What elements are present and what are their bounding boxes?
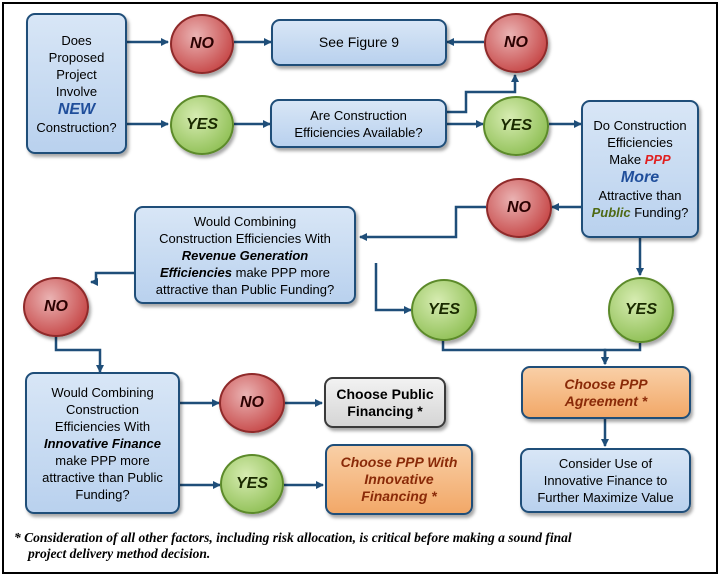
q4-make-text: make PPP more — [232, 264, 331, 280]
no-circle-3: NO — [486, 178, 552, 238]
q1-new-construction-box: Does Proposed Project Involve NEW Constr… — [26, 13, 127, 154]
no-circle-2: NO — [484, 13, 548, 73]
choose-ppp-innovative-box: Choose PPP With Innovative Financing * — [325, 444, 473, 515]
q5-line: Would Combining — [51, 384, 154, 400]
footnote-line-1: * Consideration of all other factors, in… — [14, 530, 572, 545]
q4-revenue-generation-box: Would Combining Construction Efficiencie… — [134, 206, 356, 304]
no-label: NO — [190, 35, 214, 52]
arrow-q4-yes4 — [374, 263, 412, 314]
q1-line: Involve — [55, 83, 98, 99]
yes-label: YES — [427, 301, 460, 318]
choose-innov-line: Innovative — [364, 471, 434, 487]
q4-line: Efficiencies make PPP more — [160, 264, 330, 281]
yes-label: YES — [499, 117, 532, 134]
choose-ppp-agreement-box: Choose PPP Agreement * — [521, 366, 691, 419]
consider-line: Innovative Finance to — [543, 473, 668, 488]
q1-line: Does — [61, 32, 92, 48]
yes-circle-4: YES — [411, 279, 477, 341]
no-label: NO — [507, 199, 531, 216]
q5-line: Construction — [66, 401, 139, 417]
q5-innovative-finance-box: Would Combining Construction Efficiencie… — [25, 372, 180, 514]
no-circle-5: NO — [219, 373, 285, 433]
arrow-yes4-chooseppp — [441, 330, 609, 365]
consider-innovative-finance-box: Consider Use of Innovative Finance to Fu… — [520, 448, 691, 513]
q5-innovative-finance: Innovative Finance — [43, 435, 162, 451]
yes-circle-1: YES — [170, 95, 234, 155]
q3-line: Attractive than — [598, 188, 682, 203]
see-figure-label: See Figure 9 — [318, 34, 400, 50]
q4-line: Construction Efficiencies With — [159, 230, 331, 246]
choose-public-line: Choose Public — [336, 385, 434, 402]
yes-circle-3: YES — [608, 277, 674, 343]
yes-circle-5: YES — [220, 454, 284, 514]
q3-ppp-attractive-box: Do Construction Efficiencies Make PPP Mo… — [581, 100, 699, 238]
q3-line: Do Construction — [593, 118, 687, 133]
arrow-no3-q4 — [359, 205, 486, 241]
q3-make-text: Make — [609, 152, 645, 167]
footnote: * Consideration of all other factors, in… — [14, 530, 704, 562]
arrow-q4-no4 — [90, 271, 134, 286]
q4-efficiencies-word: Efficiencies — [159, 264, 232, 280]
q1-line: Construction? — [36, 119, 117, 135]
q3-line: Public Funding? — [592, 204, 689, 221]
q1-new-word: NEW — [57, 100, 96, 118]
see-figure-9-box: See Figure 9 — [271, 19, 447, 66]
choose-public-line: Financing * — [347, 402, 423, 419]
choose-innov-line: Financing * — [361, 488, 437, 504]
footnote-line-2: project delivery method decision. — [28, 546, 211, 561]
no-circle-4: NO — [23, 277, 89, 337]
q2-line: Efficiencies Available? — [294, 124, 423, 140]
q5-line: make PPP more — [55, 452, 150, 468]
yes-label: YES — [185, 116, 218, 133]
q4-line: Would Combining — [193, 213, 297, 229]
no-circle-1: NO — [170, 14, 234, 74]
choose-public-financing-box: Choose Public Financing * — [324, 377, 446, 428]
q5-line: Efficiencies With — [54, 418, 151, 434]
q2-line: Are Construction — [310, 107, 407, 123]
q3-line: Efficiencies — [607, 135, 673, 150]
choose-innov-line: Choose PPP With — [340, 454, 458, 470]
yes-circle-2: YES — [483, 96, 549, 156]
yes-label: YES — [624, 301, 657, 318]
no-label: NO — [240, 394, 264, 411]
q4-revenue-generation: Revenue Generation — [181, 247, 309, 263]
q1-line: Proposed — [48, 49, 105, 65]
q5-line: Funding? — [75, 486, 130, 502]
q5-line: attractive than Public — [42, 469, 163, 485]
choose-ppp-line: Choose PPP — [564, 375, 648, 392]
q4-line: attractive than Public Funding? — [155, 281, 335, 297]
no-label: NO — [504, 34, 528, 51]
consider-line: Consider Use of — [558, 456, 653, 471]
q1-line: Project — [56, 66, 97, 82]
choose-ppp-line: Agreement * — [564, 392, 648, 409]
q3-more-word: More — [620, 169, 660, 186]
q3-line: Make PPP — [609, 151, 670, 168]
q2-efficiencies-box: Are Construction Efficiencies Available? — [270, 99, 447, 148]
consider-line: Further Maximize Value — [537, 490, 674, 505]
q3-public-word: Public — [591, 205, 631, 220]
arrow-yes3-chooseppp — [601, 343, 642, 365]
no-label: NO — [44, 298, 68, 315]
q3-funding-text: Funding? — [630, 205, 689, 220]
q3-ppp-word: PPP — [644, 152, 671, 167]
arrow-no4-q5 — [54, 336, 104, 373]
arrow-q2-no2 — [447, 74, 519, 114]
yes-label: YES — [235, 475, 268, 492]
